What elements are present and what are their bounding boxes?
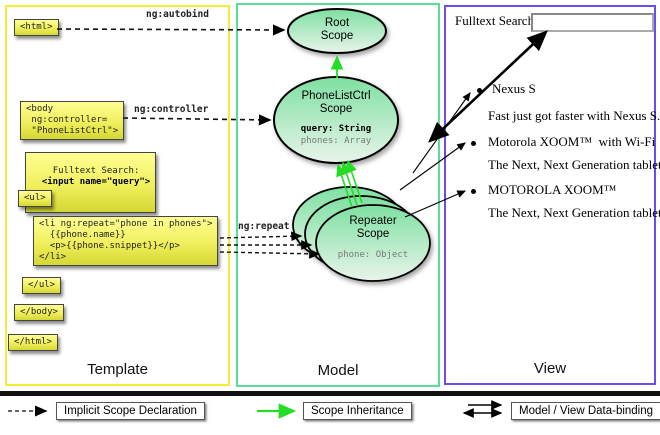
ng-repeat-label: ng:repeat (238, 221, 290, 232)
ng-autobind-label: ng:autobind (146, 9, 209, 20)
legend-databinding-label: Model / View Data-binding (511, 402, 660, 420)
phonelistctrl-query-prop: query: String (300, 124, 372, 134)
view-panel-label: View (533, 360, 567, 377)
model-panel-label: Model (317, 362, 359, 379)
li-repeat-box: <li ng:repeat="phone in phones"> {{phone… (33, 216, 219, 266)
view-item-snippet: The Next, Next Generation tablet. (488, 205, 660, 220)
ul-open-tag-box: <ul> (18, 190, 52, 207)
fulltext-template-input-code: <input name="query"> (31, 177, 151, 187)
view-search-input[interactable] (531, 13, 654, 32)
template-panel-label: Template (87, 361, 148, 378)
phonelistctrl-phones-prop: phones: Array (300, 136, 372, 146)
legend-separator-bar (0, 391, 660, 396)
ng-controller-label: ng:controller (134, 104, 209, 115)
view-item-snippet: Fast just got faster with Nexus S. (488, 108, 660, 123)
body-close-tag-box: </body> (14, 304, 64, 321)
phonelistctrl-scope-label: PhoneListCtrl Scope (301, 90, 371, 115)
view-item-name: MOTOROLA XOOM™ (488, 182, 617, 197)
view-item-bullet (477, 88, 482, 93)
repeater-scope-label: Repeater Scope (349, 215, 397, 240)
view-item-snippet: The Next, Next Generation tablet. (488, 157, 660, 172)
view-item-bullet (471, 141, 476, 146)
fulltext-template-label: Fulltext Search: (52, 166, 140, 176)
model-panel: Model (236, 3, 440, 387)
ul-close-tag-box: </ul> (22, 277, 62, 294)
body-open-tag-box: <body ng:controller= "PhoneListCtrl"> (20, 101, 125, 140)
view-item-name: Motorola XOOM™ with Wi-Fi (488, 134, 656, 149)
view-search-label: Fulltext Search: (455, 13, 538, 28)
root-scope-label: Root Scope (320, 17, 354, 42)
view-item-name: Nexus S (492, 81, 536, 96)
html-open-tag-box: <html> (14, 19, 59, 36)
html-close-tag-box: </html> (8, 334, 58, 351)
legend-implicit-scope-label: Implicit Scope Declaration (56, 402, 205, 420)
legend-scope-inheritance-label: Scope Inheritance (303, 402, 412, 420)
view-item-bullet (471, 189, 476, 194)
repeater-phone-prop: phone: Object (337, 250, 409, 260)
